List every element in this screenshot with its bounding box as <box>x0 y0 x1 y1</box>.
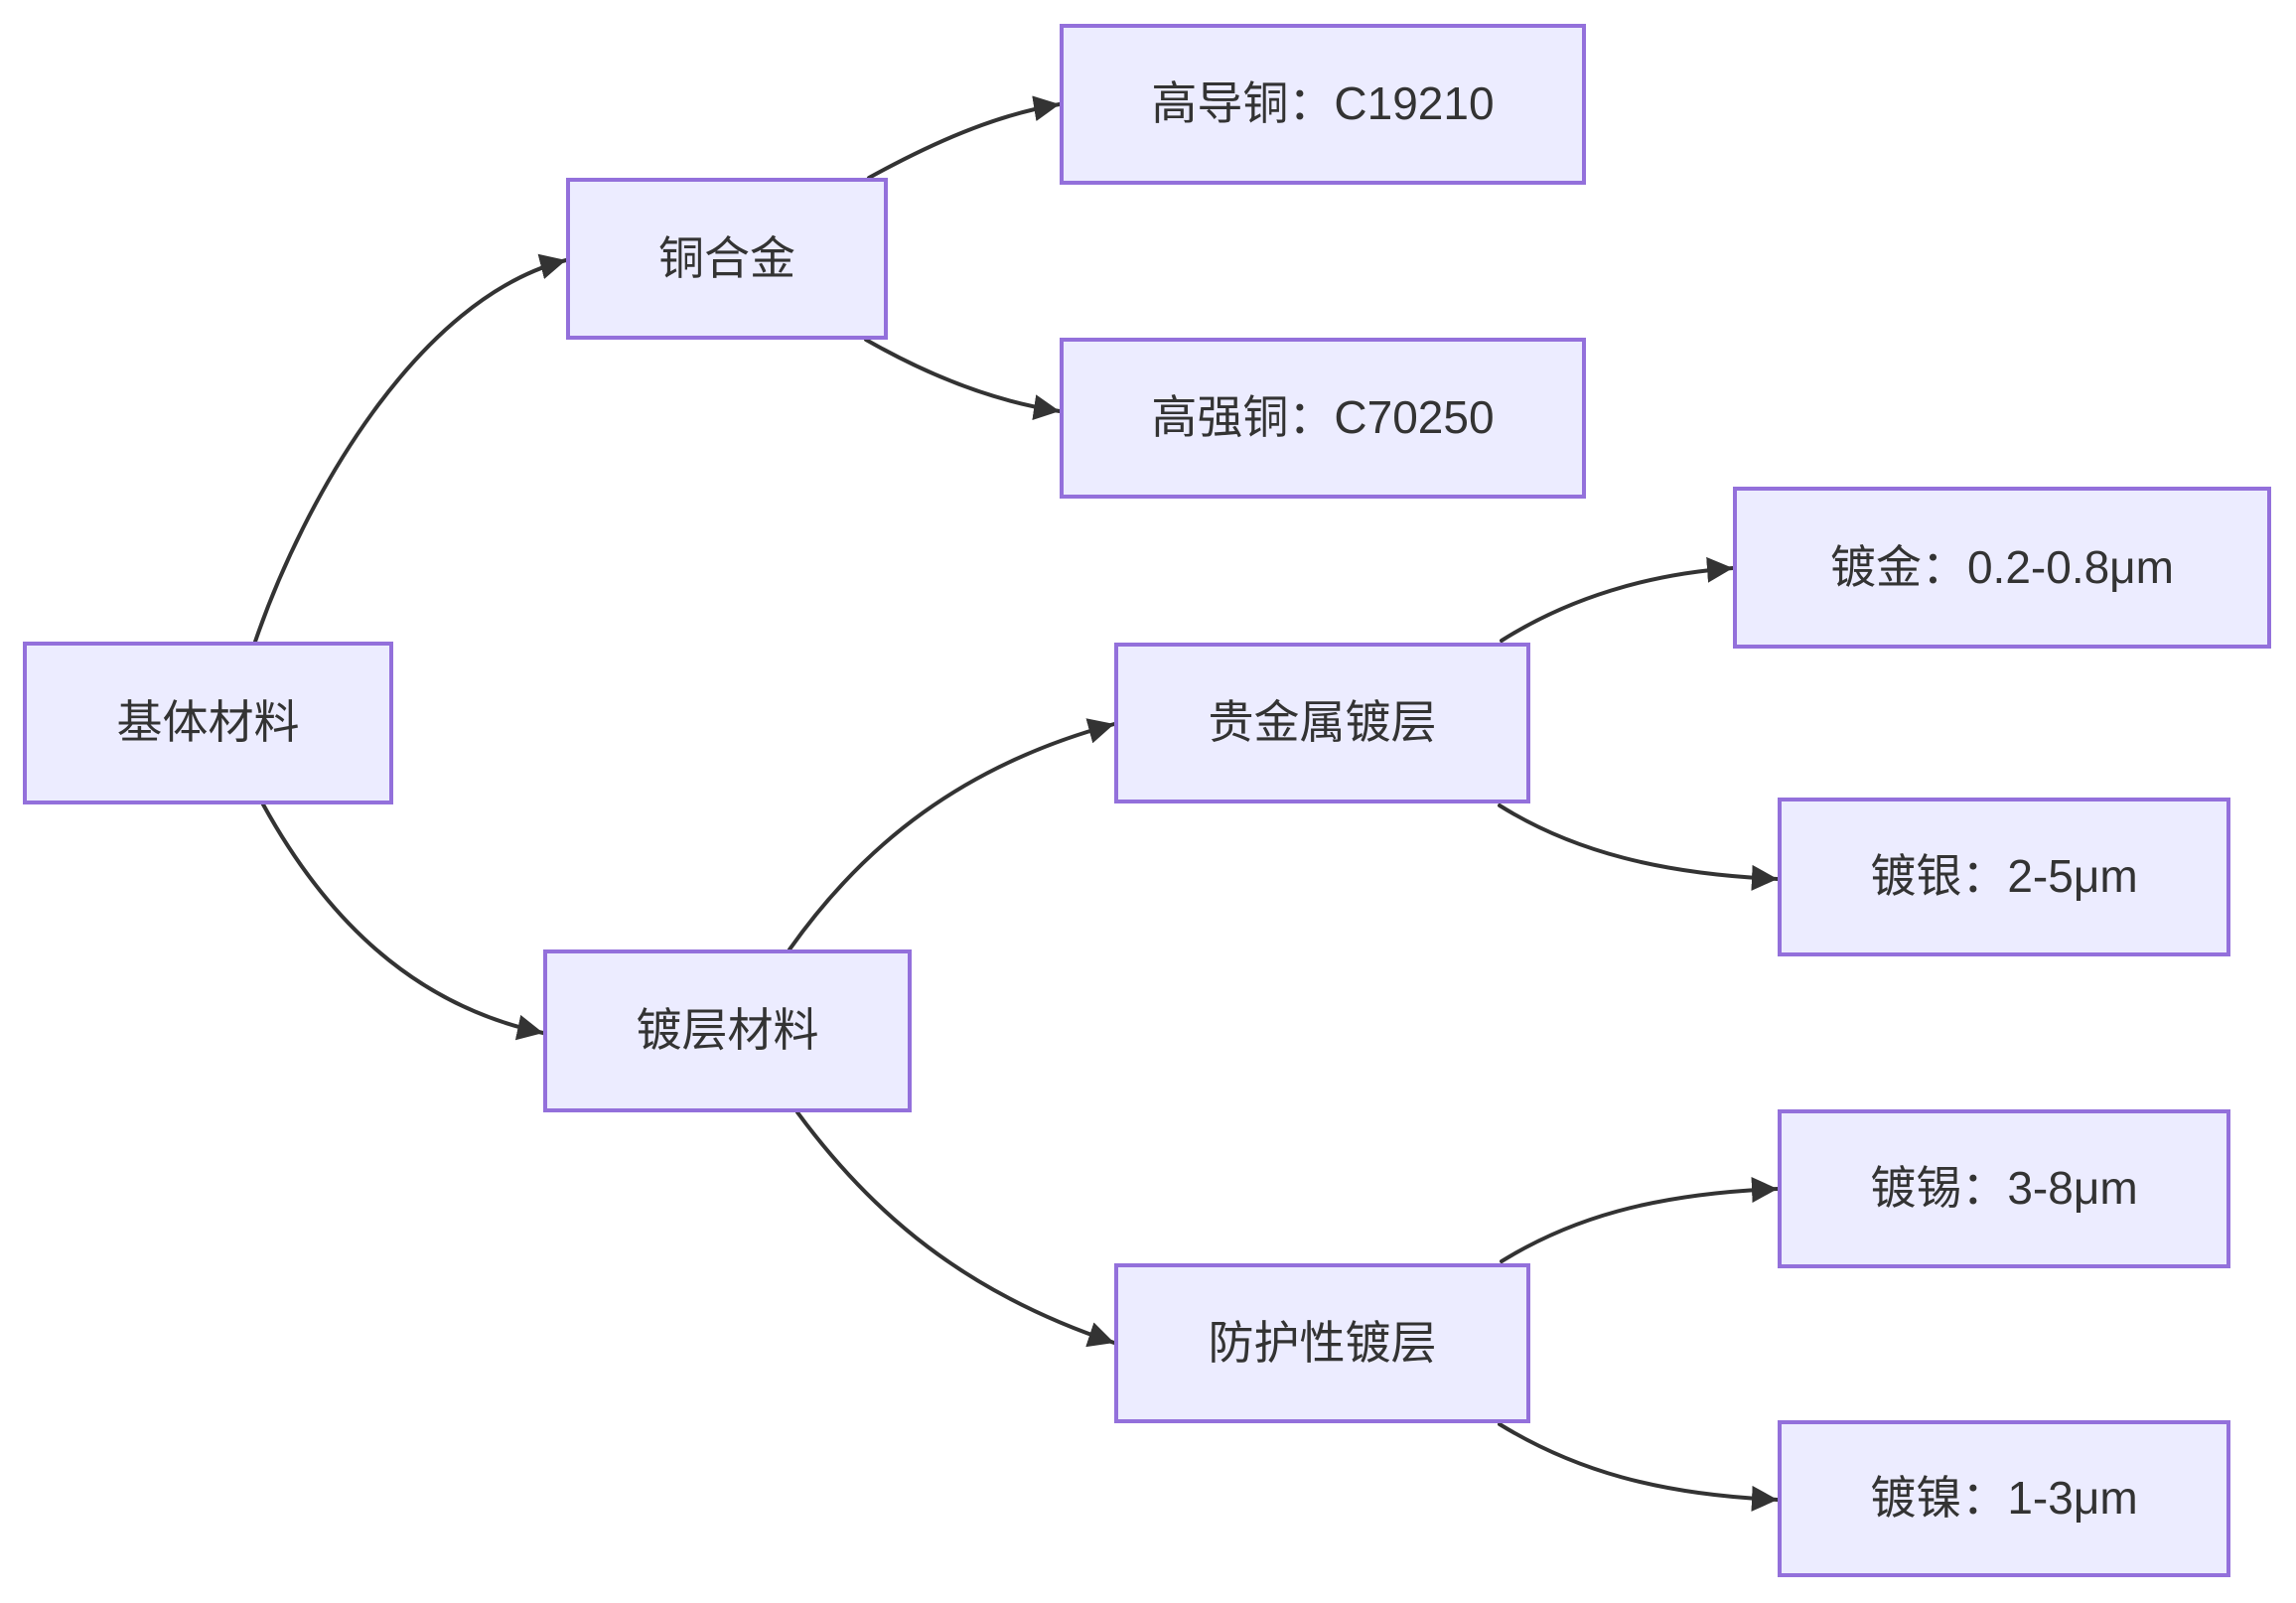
edge-copper-to-hs-copper <box>864 338 1062 421</box>
edge-base-to-plating <box>261 802 545 1041</box>
node-protective-plating: 防护性镀层 <box>1114 1263 1530 1423</box>
node-nickel-plating: 镀镍：1-3μm <box>1778 1420 2230 1577</box>
node-silver-plating: 镀银：2-5μm <box>1778 798 2230 956</box>
edge-base-to-copper <box>253 253 568 644</box>
edge-protective-to-nickel <box>1498 1422 1780 1512</box>
edge-precious-to-gold <box>1500 556 1735 643</box>
node-high-conductivity-copper: 高导铜：C19210 <box>1060 24 1586 185</box>
edge-copper-to-hc-copper <box>867 95 1062 180</box>
edge-plating-to-protective <box>795 1110 1116 1348</box>
node-precious-metal-plating: 贵金属镀层 <box>1114 643 1530 803</box>
node-base-material: 基体材料 <box>23 642 393 804</box>
edge-plating-to-precious <box>788 718 1116 951</box>
node-high-strength-copper: 高强铜：C70250 <box>1060 338 1586 499</box>
edge-protective-to-tin <box>1500 1177 1780 1263</box>
edge-precious-to-silver <box>1498 803 1780 891</box>
node-gold-plating: 镀金：0.2-0.8μm <box>1733 487 2271 649</box>
node-plating-material: 镀层材料 <box>543 949 912 1112</box>
node-copper-alloy: 铜合金 <box>566 178 888 340</box>
node-tin-plating: 镀锡：3-8μm <box>1778 1109 2230 1268</box>
